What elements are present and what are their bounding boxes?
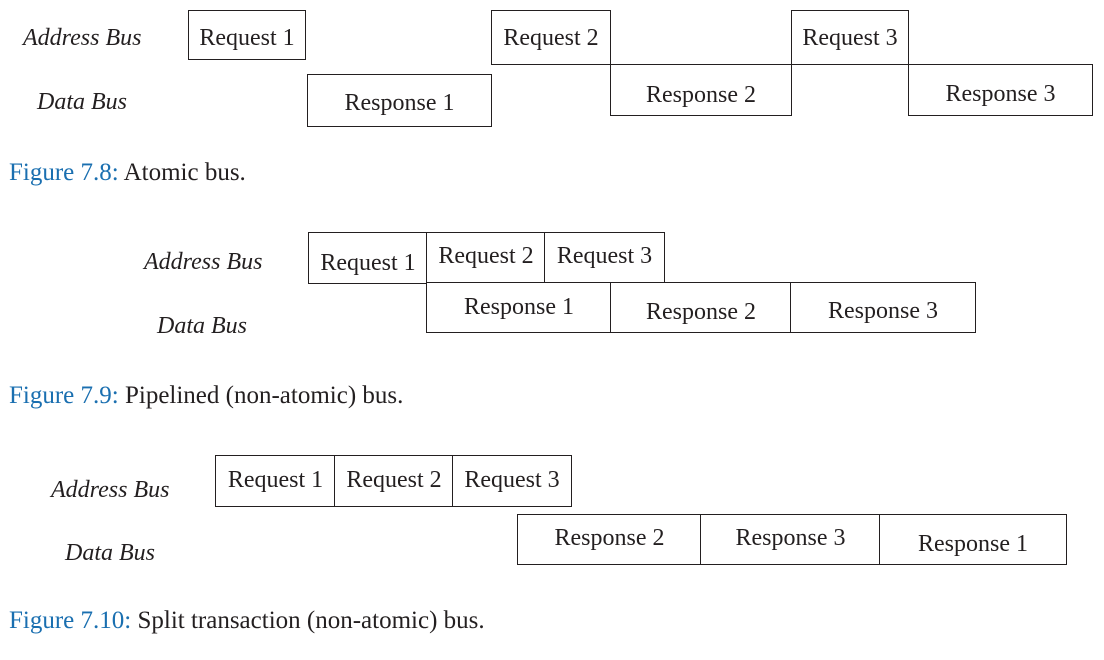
caption-text: Atomic bus. <box>118 159 246 186</box>
request-label: Request 2 <box>346 467 442 493</box>
request-3-box: Request 3 <box>452 455 572 507</box>
data-bus-label: Data Bus <box>37 89 127 115</box>
caption-number: Figure 7.8: <box>9 159 119 186</box>
response-3-box: Response 3 <box>908 64 1093 116</box>
response-2-box: Response 2 <box>610 64 792 116</box>
response-label: Response 2 <box>646 299 756 325</box>
caption-text: Pipelined (non-atomic) bus. <box>118 382 404 409</box>
response-box-first: Response 2 <box>517 514 702 565</box>
request-label: Request 3 <box>556 243 653 269</box>
response-2-box: Response 2 <box>610 282 792 333</box>
address-bus-label: Address Bus <box>51 477 170 503</box>
request-label: Request 3 <box>802 25 898 51</box>
response-box-second: Response 3 <box>700 514 881 565</box>
request-3-box: Request 3 <box>544 232 665 284</box>
request-3-box: Request 3 <box>791 10 909 65</box>
response-label: Response 3 <box>945 81 1056 107</box>
data-bus-label: Data Bus <box>157 313 247 339</box>
response-1-box: Response 1 <box>426 282 612 333</box>
request-label: Request 2 <box>438 243 534 269</box>
caption-number: Figure 7.9: <box>9 382 119 409</box>
caption-text: Split transaction (non-atomic) bus. <box>131 607 485 634</box>
response-label: Response 1 <box>464 294 574 320</box>
response-label: Response 1 <box>918 531 1028 557</box>
response-1-box: Response 1 <box>307 74 492 127</box>
request-label: Request 1 <box>199 25 295 51</box>
response-label: Response 2 <box>554 525 665 551</box>
request-1-box: Request 1 <box>308 232 428 284</box>
address-bus-label: Address Bus <box>144 249 263 275</box>
request-label: Request 2 <box>503 25 599 51</box>
figure-caption: Figure 7.10: Split transaction (non-atom… <box>9 606 485 636</box>
request-2-box: Request 2 <box>334 455 454 507</box>
request-label: Request 1 <box>320 250 416 276</box>
caption-number: Figure 7.10: <box>9 607 132 634</box>
response-box-third: Response 1 <box>879 514 1067 565</box>
request-label: Request 1 <box>227 467 324 493</box>
figure-caption: Figure 7.8: Atomic bus. <box>9 158 246 188</box>
response-3-box: Response 3 <box>790 282 976 333</box>
response-label: Response 1 <box>344 90 455 116</box>
request-1-box: Request 1 <box>215 455 336 507</box>
request-2-box: Request 2 <box>491 10 611 65</box>
address-bus-label: Address Bus <box>23 25 142 51</box>
figure-caption: Figure 7.9: Pipelined (non-atomic) bus. <box>9 381 403 411</box>
data-bus-label: Data Bus <box>65 540 155 566</box>
request-label: Request 3 <box>464 467 560 493</box>
response-label: Response 3 <box>828 298 938 324</box>
request-2-box: Request 2 <box>426 232 546 284</box>
response-label: Response 2 <box>646 82 756 108</box>
response-label: Response 3 <box>735 525 846 551</box>
request-1-box: Request 1 <box>188 10 306 60</box>
